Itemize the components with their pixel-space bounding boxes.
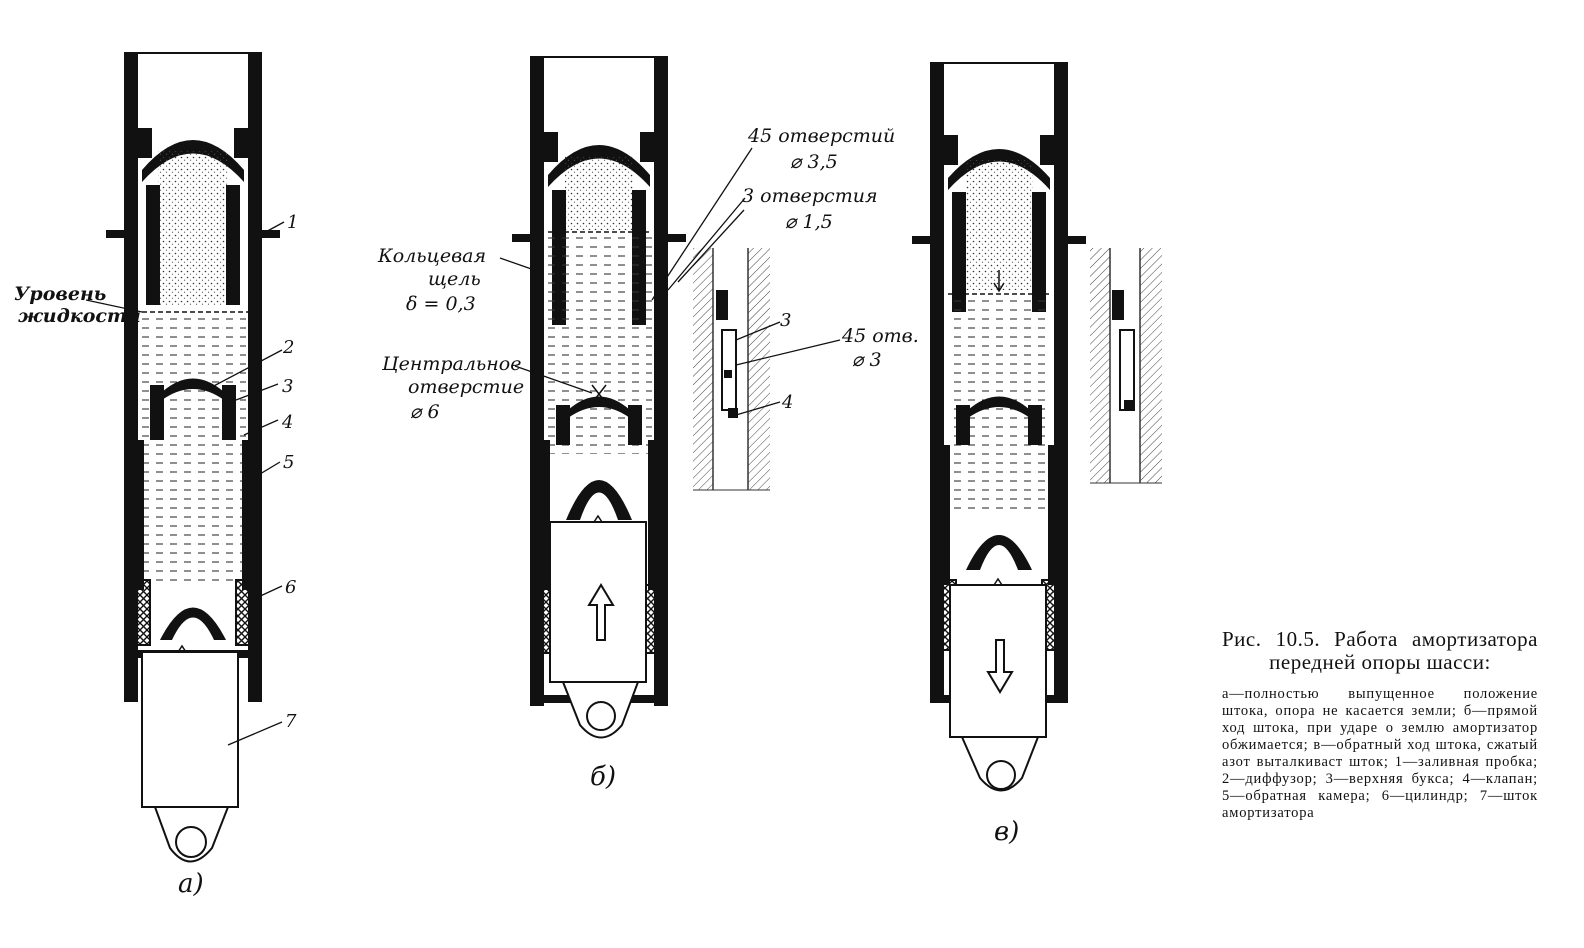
figure-caption: Рис. 10.5. Работа амортизатора передней … — [1222, 628, 1538, 822]
strut-c — [912, 62, 1086, 792]
ring-gap-label-1: Кольцевая — [377, 245, 486, 267]
holes45b-label-2: ⌀ 3 — [852, 349, 882, 371]
holes45-label-1: 45 отверстий — [747, 125, 895, 147]
subfigure-label-a: а) — [178, 869, 204, 899]
caption-body: а—полностью выпущенное положение штока, … — [1222, 686, 1538, 821]
num-7: 7 — [285, 711, 297, 732]
num-3: 3 — [282, 376, 293, 397]
caption-title: Рис. 10.5. Работа амортизатора передней … — [1222, 627, 1538, 674]
holes45b-label-1: 45 отв. — [841, 325, 919, 347]
detail-num-3: 3 — [780, 310, 791, 331]
ring-gap-label-2: щель — [428, 268, 481, 290]
strut-a — [106, 52, 280, 863]
num-5: 5 — [283, 452, 294, 473]
num-6: 6 — [285, 577, 296, 598]
center-hole-label-2: отверстие — [408, 376, 524, 398]
num-1: 1 — [287, 212, 298, 233]
subfigure-label-b: б) — [590, 762, 616, 792]
detail-inset-b — [693, 248, 770, 491]
strut-b — [512, 56, 686, 739]
num-4: 4 — [281, 412, 293, 433]
holes3-label-2: ⌀ 1,5 — [785, 211, 833, 233]
num-2: 2 — [282, 337, 294, 358]
leader-lines — [85, 147, 841, 746]
detail-num-4: 4 — [781, 392, 793, 413]
detail-inset-c — [1090, 248, 1162, 484]
subfigure-label-c: в) — [994, 817, 1019, 847]
ring-gap-label-3: δ = 0,3 — [406, 293, 476, 315]
holes3-label-1: 3 отверстия — [742, 185, 878, 207]
liquid-level-label-2: жидкости — [18, 305, 141, 327]
center-hole-label-1: Центральное — [381, 353, 521, 375]
center-hole-label-3: ⌀ 6 — [410, 401, 440, 423]
liquid-level-label-1: Уровень — [14, 283, 106, 305]
holes45-label-2: ⌀ 3,5 — [790, 151, 838, 173]
